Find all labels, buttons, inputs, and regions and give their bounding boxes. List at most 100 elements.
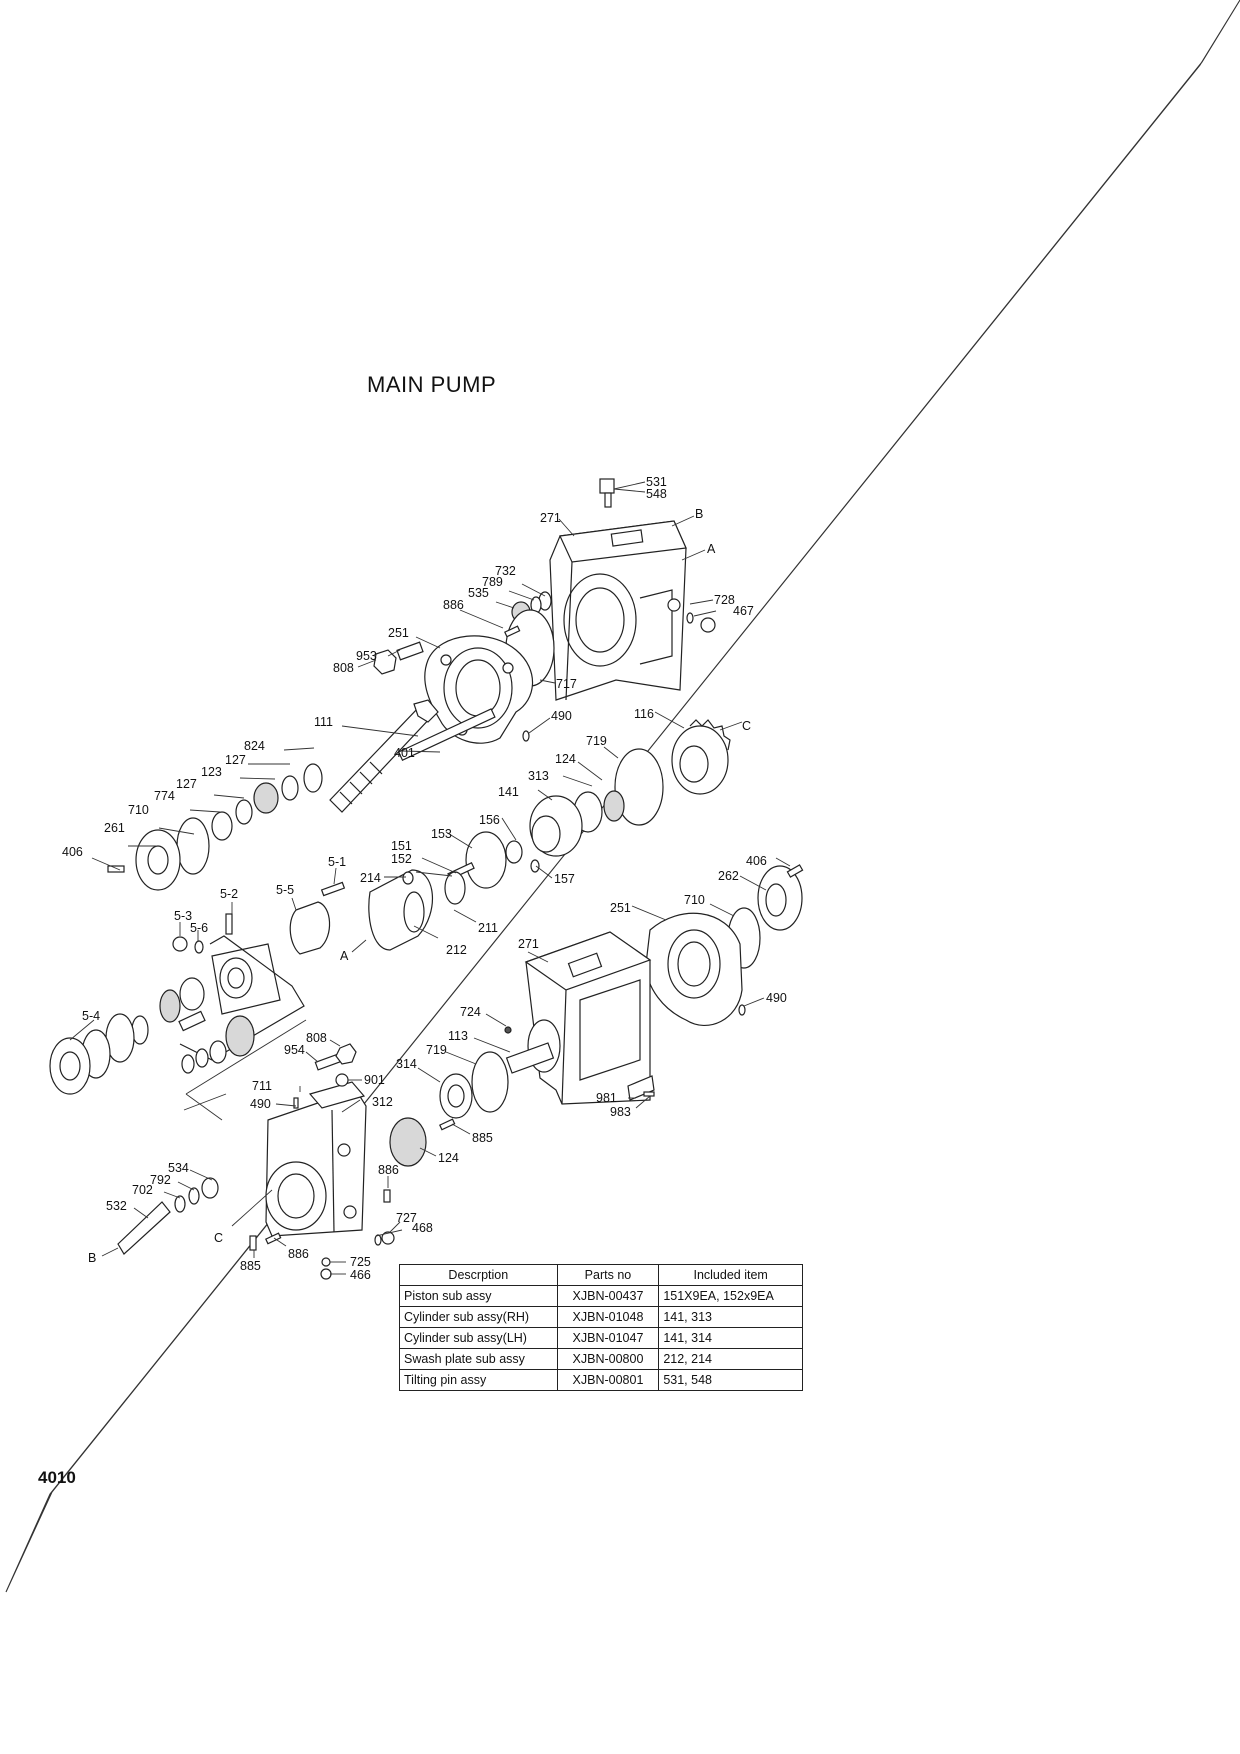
bearing-124-top <box>603 790 625 822</box>
piston-157 <box>530 859 540 873</box>
spring-156 <box>505 840 523 864</box>
callout-983: 983 <box>610 1105 631 1119</box>
callout-5-4: 5-4 <box>82 1009 100 1023</box>
assembly-axis <box>5 0 1240 1593</box>
callout-116: 116 <box>634 707 654 721</box>
seal-702 <box>174 1195 186 1213</box>
table-row: Cylinder sub assy(LH) XJBN-01047 141, 31… <box>399 1327 803 1349</box>
callout-262: 262 <box>718 869 739 883</box>
pump-housing-center <box>524 931 652 1105</box>
ring-824 <box>303 763 323 793</box>
callout-532: 532 <box>106 1199 127 1213</box>
shaft-532 <box>117 1201 171 1255</box>
callout-271-top: 271 <box>540 511 561 525</box>
nut-808-top <box>373 649 397 675</box>
bolt-406-left <box>107 865 125 873</box>
plate-981 <box>627 1075 655 1101</box>
cell-parts-no: XJBN-00800 <box>556 1348 660 1370</box>
cell-included-item: 141, 314 <box>658 1327 803 1349</box>
cell-parts-no: XJBN-00801 <box>556 1369 660 1391</box>
seal-792 <box>188 1187 200 1205</box>
callout-719-mid: 719 <box>426 1043 447 1057</box>
leader-lines <box>69 481 791 1275</box>
callout-789: 789 <box>482 575 503 589</box>
cell-description: Swash plate sub assy <box>399 1348 558 1370</box>
screw-983 <box>643 1091 655 1097</box>
callout-490-top: 490 <box>551 709 572 723</box>
callout-212: 212 <box>446 943 467 957</box>
gear-pump-body <box>265 1081 367 1237</box>
cylinder-block-141 <box>529 795 583 857</box>
header-description: Descrption <box>399 1264 558 1286</box>
callout-B-top: B <box>695 507 703 521</box>
table-row: Piston sub assy XJBN-00437 151X9EA, 152x… <box>399 1285 803 1307</box>
gear-box <box>81 935 305 1079</box>
callout-157: 157 <box>554 872 575 886</box>
cell-description: Cylinder sub assy(LH) <box>399 1327 558 1349</box>
assembly-guide-lower-2 <box>183 1093 227 1111</box>
callout-490-right: 490 <box>766 991 787 1005</box>
page-number: 4010 <box>38 1468 76 1487</box>
drive-shaft <box>329 699 439 813</box>
callout-886-bottom: 886 <box>288 1247 309 1261</box>
callout-124-top: 124 <box>555 752 576 766</box>
callout-954: 954 <box>284 1043 305 1057</box>
flange-5-4 <box>49 1037 91 1095</box>
cell-description: Cylinder sub assy(RH) <box>399 1306 558 1328</box>
callout-C-bottom: C <box>214 1231 223 1245</box>
callout-314: 314 <box>396 1057 417 1071</box>
callout-702: 702 <box>132 1183 153 1197</box>
pin-885-bottom <box>249 1235 257 1251</box>
callout-211: 211 <box>478 921 498 935</box>
cell-description: Piston sub assy <box>399 1285 558 1307</box>
table-row: Tilting pin assy XJBN-00801 531, 548 <box>399 1369 803 1391</box>
callout-728: 728 <box>714 593 735 607</box>
callout-113: 113 <box>448 1029 468 1043</box>
header-parts-no: Parts no <box>556 1264 660 1286</box>
callout-953: 953 <box>356 649 377 663</box>
callout-5-3: 5-3 <box>174 909 192 923</box>
parts-table: Descrption Parts no Included item Piston… <box>399 1264 803 1391</box>
assembly-guide-lower <box>185 1019 307 1095</box>
callout-A-mid: A <box>340 949 349 963</box>
callout-886-mid: 886 <box>378 1163 399 1177</box>
oring-490-right <box>738 1004 746 1016</box>
cell-parts-no: XJBN-01047 <box>556 1327 660 1349</box>
callout-5-1: 5-1 <box>328 855 346 869</box>
oring-490-top <box>522 730 530 742</box>
bearing-123 <box>253 782 279 814</box>
plug-5-3 <box>172 936 188 952</box>
bolt-406-right <box>786 864 804 878</box>
callout-886-top: 886 <box>443 598 464 612</box>
cell-parts-no: XJBN-00437 <box>556 1285 660 1307</box>
pump-housing-upper <box>549 478 687 701</box>
callout-490-mid: 490 <box>250 1097 271 1111</box>
pin-885-mid <box>439 1118 456 1131</box>
callout-719-top: 719 <box>586 734 607 748</box>
callout-141: 141 <box>498 785 519 799</box>
plug-725 <box>321 1257 331 1267</box>
callout-725: 725 <box>350 1255 371 1269</box>
callout-127b: 127 <box>176 777 197 791</box>
callout-534: 534 <box>168 1161 189 1175</box>
callout-531: 531 <box>646 475 667 489</box>
callout-401: 401 <box>394 746 415 760</box>
plug-728 <box>700 617 716 633</box>
cell-description: Tilting pin assy <box>399 1369 558 1391</box>
callout-901: 901 <box>364 1073 385 1087</box>
bearing-124-mid <box>389 1117 427 1167</box>
callout-214: 214 <box>360 871 381 885</box>
cell-included-item: 151X9EA, 152x9EA <box>658 1285 803 1307</box>
plug-724 <box>504 1026 512 1034</box>
callout-156: 156 <box>479 813 500 827</box>
callout-710-left: 710 <box>128 803 149 817</box>
callout-717: 717 <box>556 677 577 691</box>
plug-534 <box>201 1177 219 1199</box>
callout-406-right: 406 <box>746 854 767 868</box>
oring-467 <box>686 612 694 624</box>
callout-labels: 531 548 B 271 A 732 789 535 886 728 467 … <box>62 475 787 1282</box>
callout-732: 732 <box>495 564 516 578</box>
port-block-upper <box>424 635 534 744</box>
callout-724: 724 <box>460 1005 481 1019</box>
